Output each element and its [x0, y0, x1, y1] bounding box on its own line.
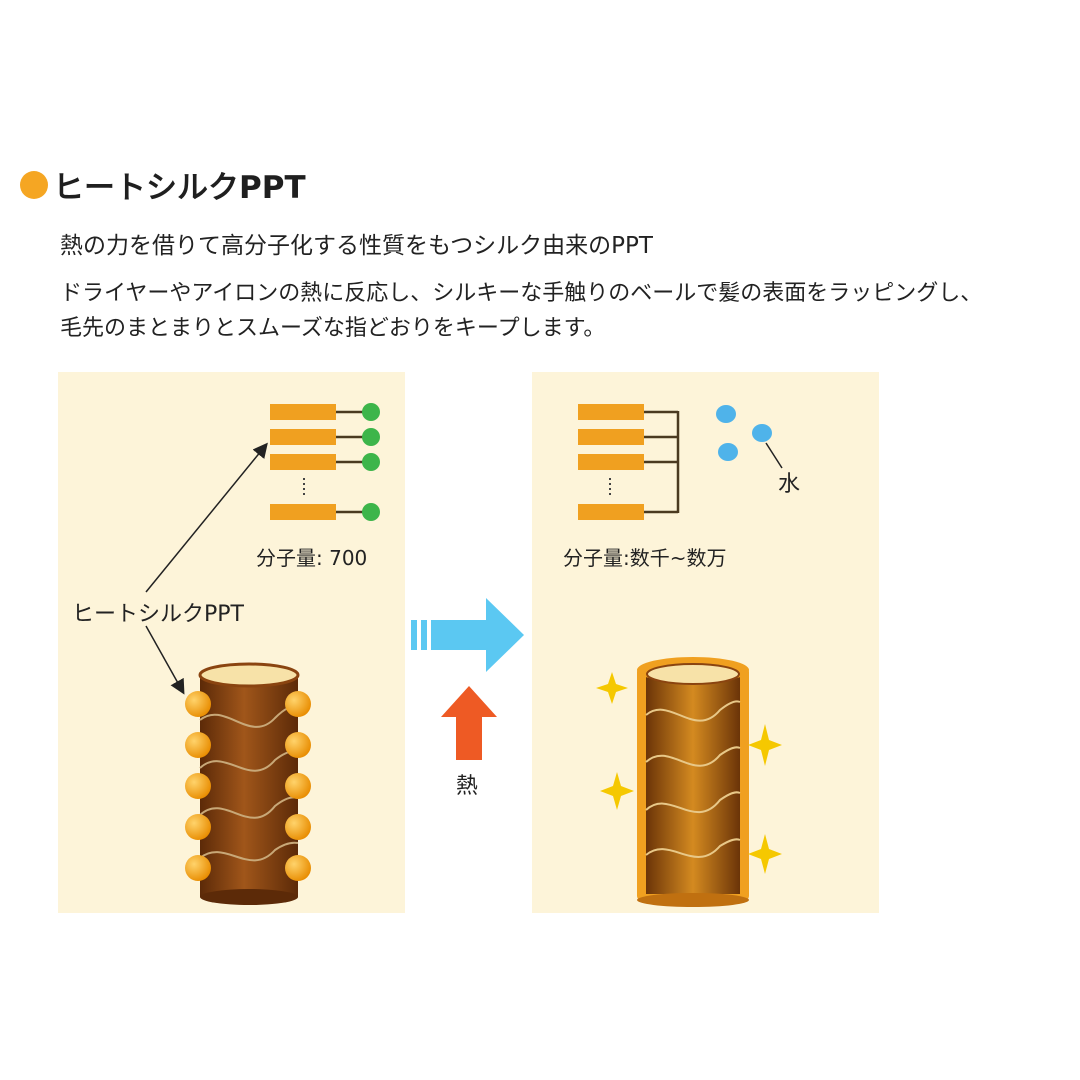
- water-droplets-icon: [716, 405, 783, 469]
- description-line: ドライヤーやアイロンの熱に反応し、シルキーな手触りのベールで髪の表面をラッピング…: [60, 281, 983, 306]
- water-label: 水: [778, 472, 801, 497]
- hair-strand-left: [185, 662, 311, 905]
- description: ドライヤーやアイロンの熱に反応し、シルキーな手触りのベールで髪の表面をラッピング…: [60, 276, 1075, 346]
- sparkle-icons: [596, 672, 782, 874]
- ppt-label: ヒートシルクPPT: [72, 602, 244, 627]
- pointer-arrow-up: [145, 442, 268, 593]
- heat-label: 熱: [456, 774, 479, 799]
- page-title: ヒートシルクPPT: [53, 170, 306, 206]
- title-bullet-icon: [20, 171, 48, 199]
- heat-arrow-icon: [441, 686, 497, 760]
- pointer-arrow-down: [145, 625, 185, 695]
- small-molecules: [270, 403, 380, 521]
- transform-arrow-icon: [411, 598, 524, 672]
- molecule-unit: [270, 503, 380, 521]
- molecular-weight-label-right: 分子量:数千~数万: [563, 546, 727, 570]
- page-subtitle: 熱の力を借りて高分子化する性質をもつシルク由来のPPT: [60, 233, 653, 259]
- polymer-molecules: [578, 404, 680, 520]
- molecular-weight-label-left: 分子量: 700: [256, 546, 368, 570]
- molecule-unit: [270, 428, 380, 446]
- description-line: 毛先のまとまりとスムーズな指どおりをキープします。: [60, 316, 606, 341]
- molecule-unit: [270, 403, 380, 421]
- hair-strand-right: [637, 657, 749, 907]
- molecule-unit: [270, 453, 380, 471]
